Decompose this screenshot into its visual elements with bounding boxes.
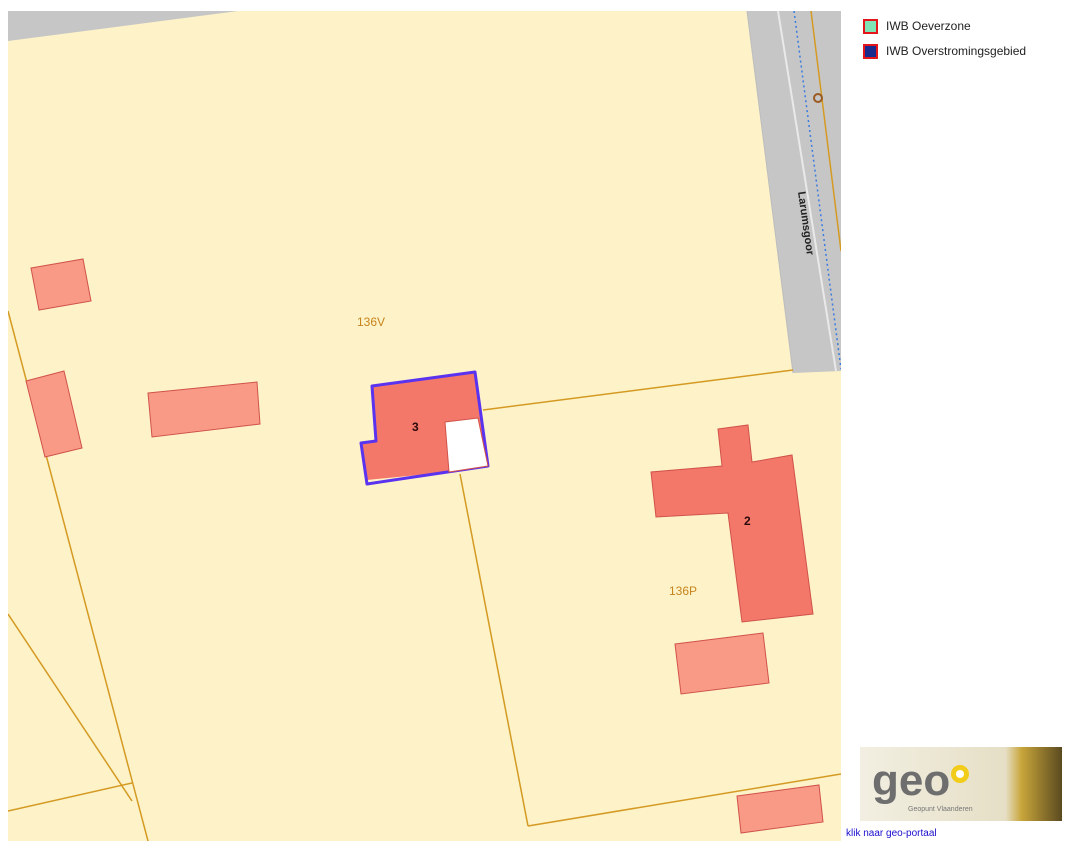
building[interactable] <box>30 258 92 311</box>
parcel-boundary <box>482 369 794 411</box>
parcel-boundary <box>459 473 529 827</box>
legend-label: IWB Overstromingsgebied <box>886 44 1027 58</box>
building[interactable] <box>736 784 824 834</box>
courtyard <box>444 417 489 473</box>
map-view[interactable]: 136V 136P 3 2 Larumsgoor <box>8 11 841 841</box>
building-number-2: 2 <box>744 514 751 528</box>
legend-item-oeverzone: IWB Oeverzone <box>863 18 1092 34</box>
legend-swatch-overstromingsgebied <box>863 43 878 59</box>
road-edge-line <box>777 11 837 372</box>
parcel-boundary <box>527 773 841 827</box>
parcel-label-136v: 136V <box>357 315 385 329</box>
parcel-boundary <box>810 11 841 252</box>
logo-dot-center <box>956 770 964 778</box>
building-3-body <box>361 372 478 480</box>
legend: IWB Oeverzone IWB Overstromingsgebied <box>863 18 1092 68</box>
map-canvas[interactable]: 136V 136P 3 2 Larumsgoor <box>8 11 841 841</box>
geopunt-logo-image: geo Geopunt Vlaanderen <box>860 747 1062 821</box>
legend-item-overstromingsgebied: IWB Overstromingsgebied <box>863 43 1092 59</box>
building-2[interactable] <box>650 424 814 623</box>
building-number-3: 3 <box>412 420 419 434</box>
building[interactable] <box>147 381 261 438</box>
point-marker[interactable] <box>813 93 823 103</box>
parcel-label-136p: 136P <box>669 584 697 598</box>
parcel-boundary <box>8 782 133 812</box>
geo-portal-link[interactable]: klik naar geo-portaal <box>846 828 937 839</box>
legend-swatch-oeverzone <box>863 18 878 34</box>
selection-outline[interactable] <box>359 370 490 486</box>
road-corner <box>8 11 238 41</box>
building[interactable] <box>674 632 770 695</box>
waterway-line <box>793 11 841 370</box>
logo-subtitle: Geopunt Vlaanderen <box>908 806 973 813</box>
geopunt-logo[interactable]: geo Geopunt Vlaanderen <box>860 747 1062 821</box>
logo-text: geo <box>872 756 950 805</box>
road-border <box>746 11 794 374</box>
building[interactable] <box>25 370 83 458</box>
parcel-boundary <box>8 613 133 802</box>
legend-label: IWB Oeverzone <box>886 19 971 33</box>
